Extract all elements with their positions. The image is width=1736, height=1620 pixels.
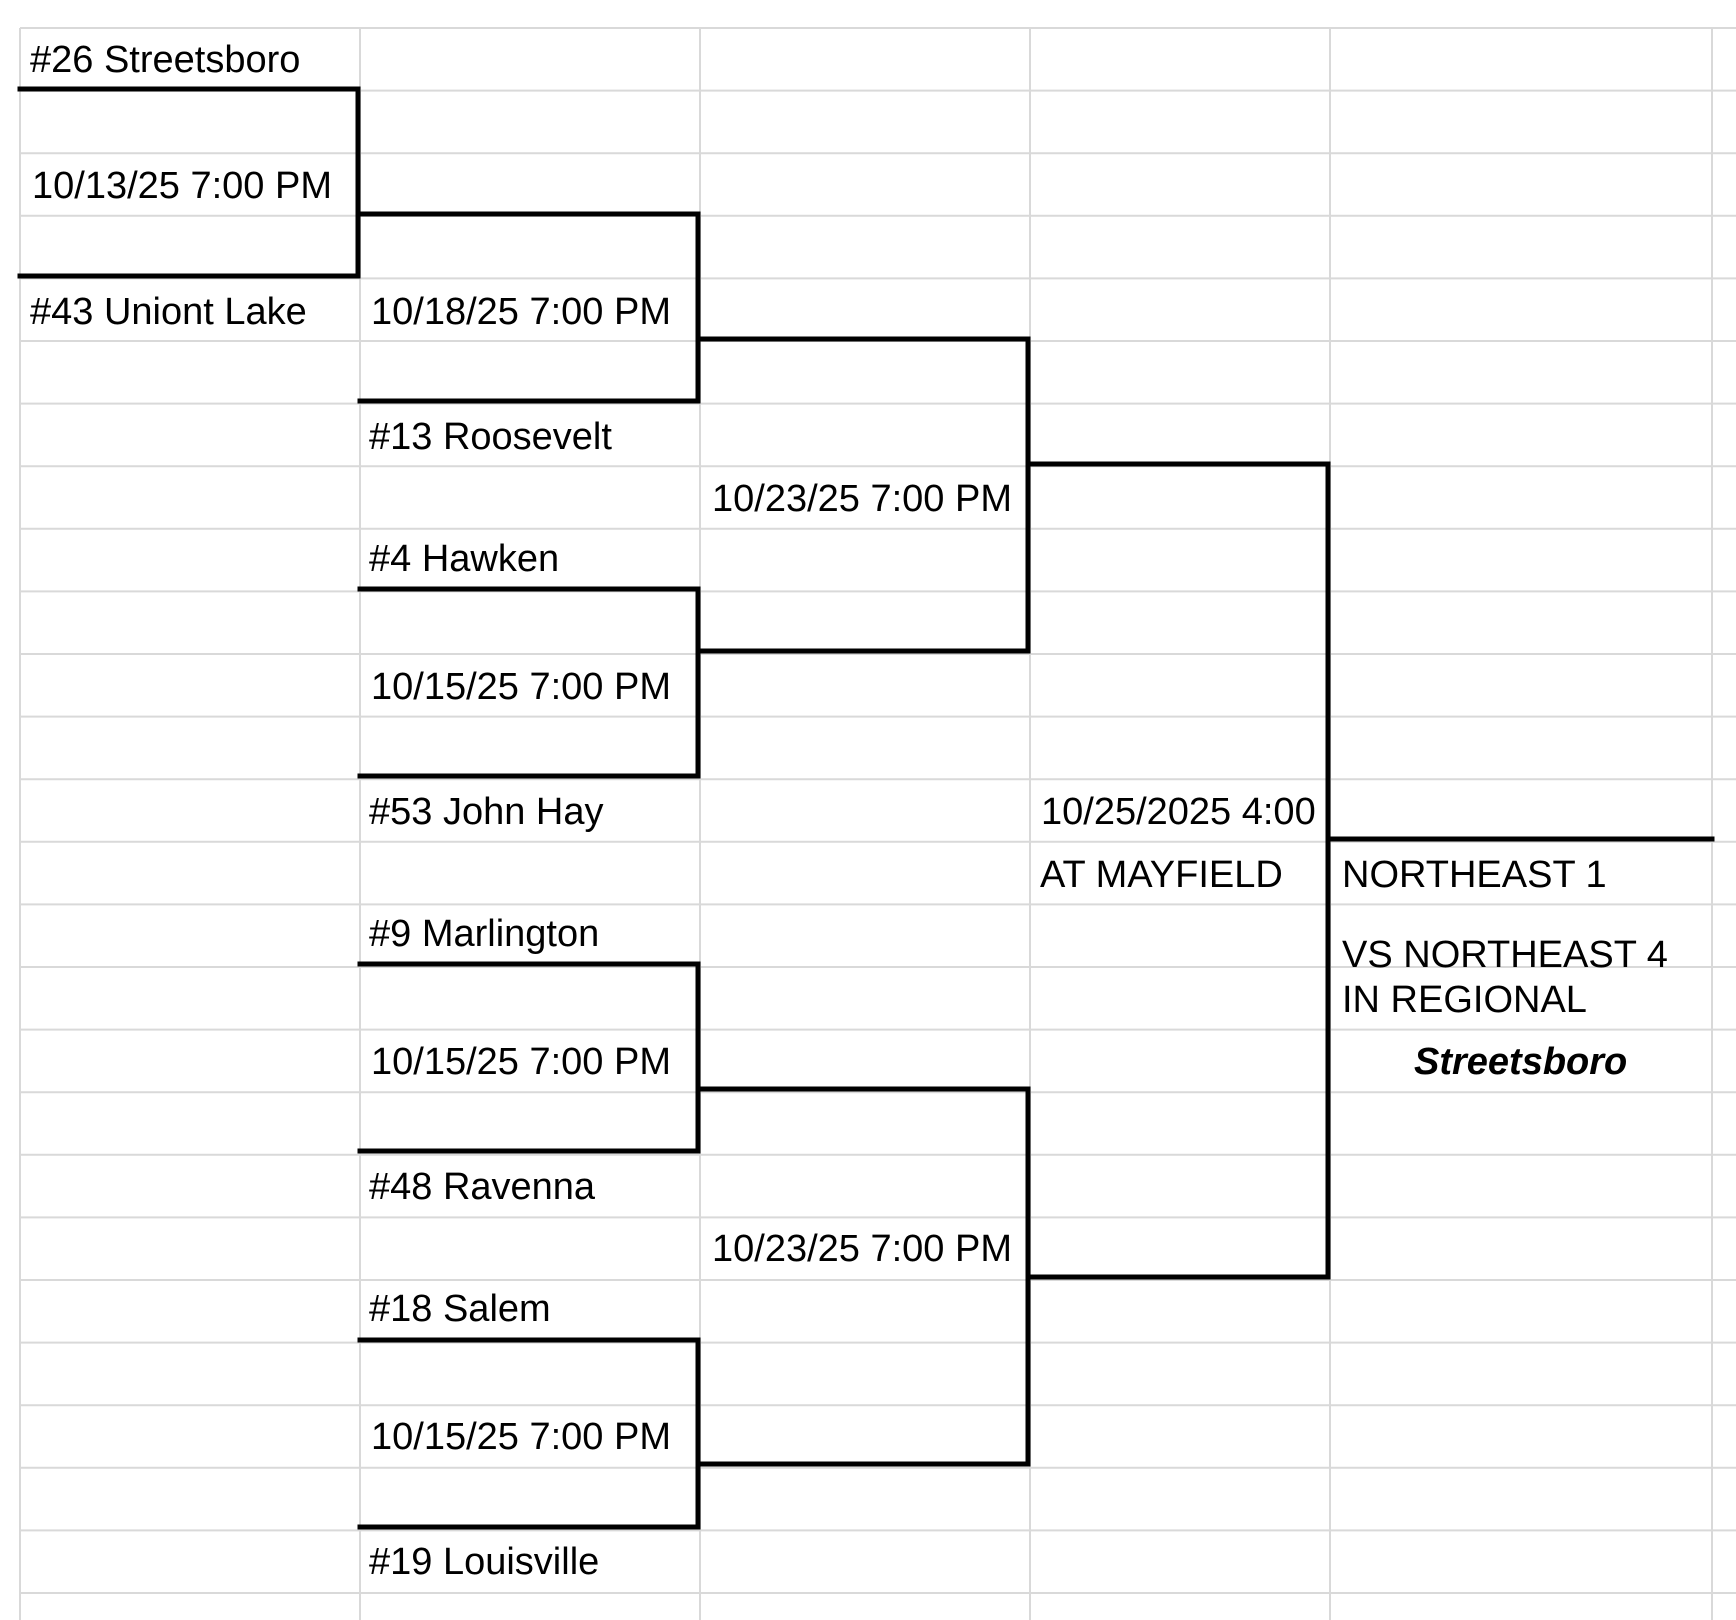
bracket-connector xyxy=(357,1337,701,1530)
team-salem-cell[interactable]: #18 Salem xyxy=(369,1288,551,1330)
bracket-connector xyxy=(1025,461,1331,1280)
team-streetsboro-cell[interactable]: #26 Streetsboro xyxy=(30,39,301,81)
game-time-cell[interactable]: 10/15/25 7:00 PM xyxy=(371,666,671,708)
bracket-connector xyxy=(357,586,701,779)
team-ravenna-cell[interactable]: #48 Ravenna xyxy=(369,1166,596,1208)
semifinal-time-cell[interactable]: 10/23/25 7:00 PM xyxy=(712,1228,1012,1270)
regional-label-cell[interactable]: IN REGIONAL xyxy=(1342,979,1587,1021)
team-roosevelt-cell[interactable]: #13 Roosevelt xyxy=(369,416,612,458)
winner-cell[interactable]: Streetsboro xyxy=(1414,1041,1628,1083)
game-time-cell[interactable]: 10/18/25 7:00 PM xyxy=(371,291,671,333)
bracket-connector xyxy=(17,86,361,279)
game-time-cell[interactable]: 10/15/25 7:00 PM xyxy=(371,1041,671,1083)
team-marlington-cell[interactable]: #9 Marlington xyxy=(369,913,600,955)
team-john-hay-cell[interactable]: #53 John Hay xyxy=(369,791,604,833)
bracket-connector xyxy=(357,961,701,1154)
final-time-cell[interactable]: 10/25/2025 4:00 xyxy=(1041,791,1316,833)
game-time-cell[interactable]: 10/15/25 7:00 PM xyxy=(371,1416,671,1458)
final-location-cell[interactable]: AT MAYFIELD xyxy=(1040,854,1283,896)
team-uniont-lake-cell[interactable]: #43 Uniont Lake xyxy=(30,291,307,333)
bracket-connector xyxy=(695,336,1031,654)
team-louisville-cell[interactable]: #19 Louisville xyxy=(369,1541,600,1583)
regional-matchup-cell[interactable]: VS NORTHEAST 4 xyxy=(1342,934,1668,976)
team-hawken-cell[interactable]: #4 Hawken xyxy=(369,538,560,580)
game-time-cell[interactable]: 10/13/25 7:00 PM xyxy=(32,165,332,207)
semifinal-time-cell[interactable]: 10/23/25 7:00 PM xyxy=(712,478,1012,520)
bracket-connector xyxy=(695,1086,1031,1467)
champion-label-cell[interactable]: NORTHEAST 1 xyxy=(1342,854,1607,896)
bracket-connector xyxy=(357,211,701,404)
